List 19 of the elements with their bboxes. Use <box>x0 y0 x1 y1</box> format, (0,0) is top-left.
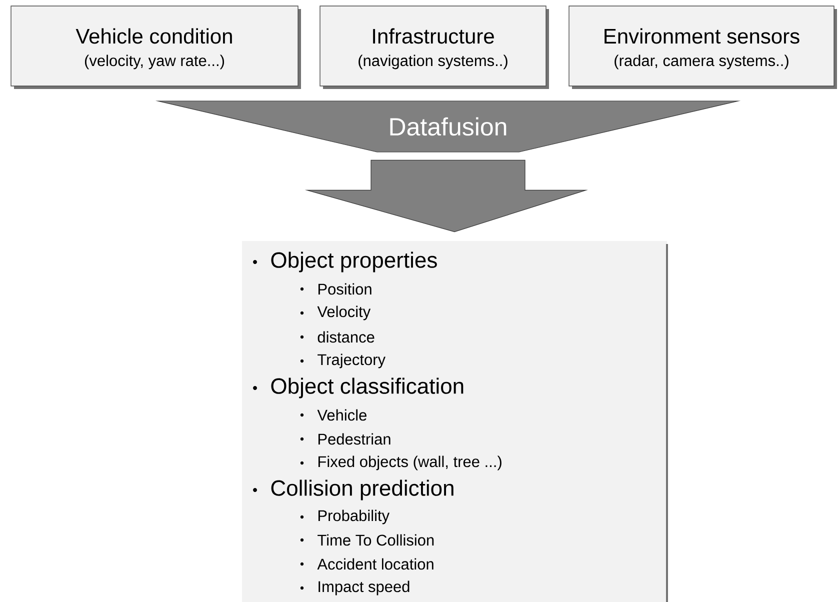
bullet-item: distance <box>300 331 374 343</box>
bullet-item: Collision prediction <box>253 480 454 500</box>
bullet-item: Impact speed <box>300 580 410 596</box>
result-panel <box>242 241 668 602</box>
bullet-item: Vehicle <box>300 409 366 421</box>
bullet-item: Pedestrian <box>300 433 390 445</box>
source-box: Infrastructure (navigation systems..) <box>320 6 549 89</box>
bullet-item: Object classification <box>253 378 464 398</box>
bullet-item: Accident location <box>300 558 434 570</box>
bullet-item: Fixed objects (wall, tree ...) <box>300 456 502 470</box>
block-arrow <box>304 160 588 232</box>
bullet-item: Time To Collision <box>300 534 434 546</box>
source-box: Environment sensors (radar, camera systems..) <box>568 6 837 89</box>
source-box: Vehicle condition (velocity, yaw rate...) <box>10 6 301 89</box>
bullet-item: Trajectory <box>300 354 386 368</box>
bullet-item: Position <box>300 283 372 295</box>
bullet-item: Velocity <box>300 306 371 320</box>
bullet-item: Object properties <box>253 252 437 272</box>
bullet-item: Probability <box>300 510 390 524</box>
